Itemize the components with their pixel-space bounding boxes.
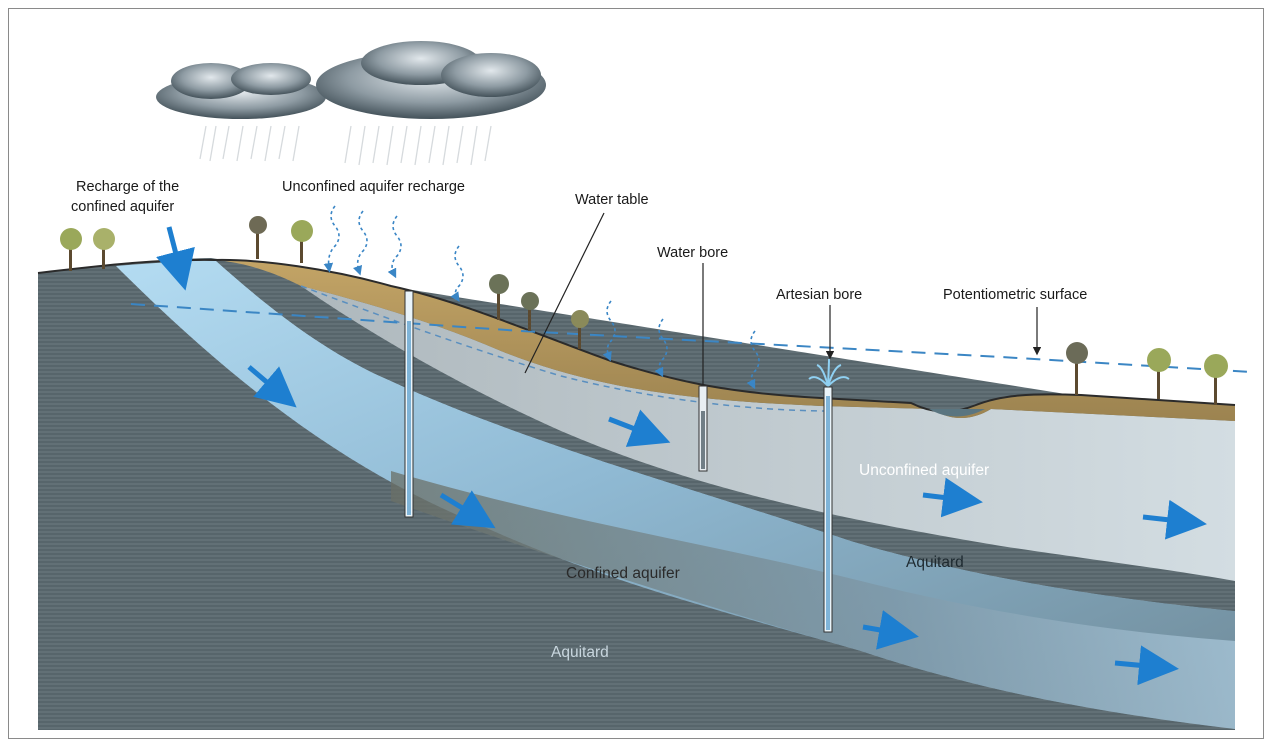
label-potentiometric-surface: Potentiometric surface [943,287,1087,303]
trees [60,216,1228,405]
recharge-squiggles [323,205,760,390]
label-unconfined-recharge: Unconfined aquifer recharge [282,179,465,195]
tree [1066,342,1088,395]
flow-arrow [1142,499,1207,540]
flow-arrow [608,409,671,447]
unconfined-aquifer-layer [301,286,1235,581]
rain-cloud [156,41,546,119]
tree [489,274,509,320]
label-aquitard-lower: Aquitard [551,644,609,661]
flow-arrows [247,365,1207,686]
tree [571,310,589,349]
label-unconfined-aquifer: Unconfined aquifer [859,462,989,479]
label-water-table: Water table [575,192,649,208]
flow-arrow [862,610,919,650]
flow-arrow [247,365,297,408]
tree [60,228,82,271]
diagram-frame: Recharge of the confined aquifer Unconfi… [8,8,1264,739]
recharge-arrow [156,226,195,291]
flow-arrow [439,490,496,529]
label-confined-aquifer: Confined aquifer [566,565,680,582]
tree [249,216,267,259]
tree [1204,354,1228,405]
label-artesian-bore: Artesian bore [776,287,862,303]
label-water-bore: Water bore [657,245,728,261]
tree [93,228,115,269]
tree [521,292,539,331]
tree [1147,348,1171,399]
water-table-line [300,285,832,412]
confined-well [404,290,414,518]
flow-arrow [1114,645,1179,686]
artesian-bore [823,386,833,633]
water-bore [698,385,708,472]
water-table-pointer [524,212,605,374]
label-aquitard-upper: Aquitard [906,554,964,571]
flow-arrow [922,477,983,518]
upper-aquitard [215,259,1235,611]
artesian-fountain [808,358,850,387]
label-recharge-confined-1: Recharge of the [76,179,179,195]
tree [291,220,313,263]
label-recharge-confined-2: confined aquifer [71,199,174,215]
aquifer-diagram: Recharge of the confined aquifer Unconfi… [37,41,1252,730]
potentiometric-surface-line [130,303,1252,373]
rain [199,125,492,166]
pond [929,409,985,417]
